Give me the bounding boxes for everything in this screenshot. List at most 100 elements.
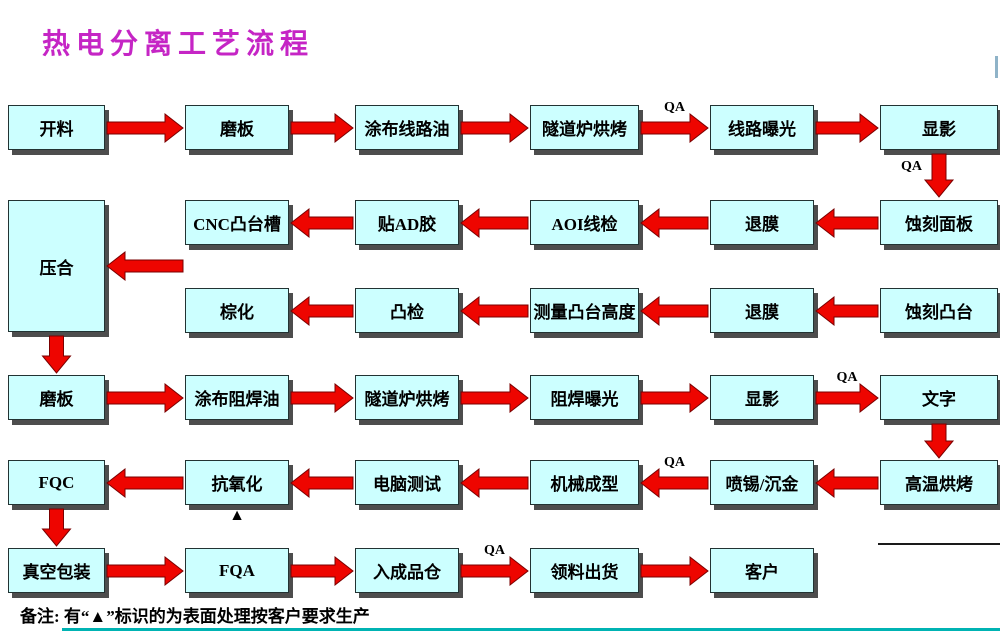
bottom-border-line <box>62 628 1000 631</box>
right-edge-tick <box>995 56 998 78</box>
flow-arrow <box>290 112 354 144</box>
node-xian-ying-2: 显影 <box>710 375 814 420</box>
node-mo-ban-1: 磨板 <box>185 105 289 150</box>
flow-arrow <box>640 207 709 239</box>
node-label: 磨板 <box>39 390 74 409</box>
flow-arrow <box>815 295 879 327</box>
node-ji-xie-cheng-xing: 机械成型 <box>530 460 639 505</box>
node-ya-he: 压合 <box>8 200 105 332</box>
flow-arrow <box>815 382 879 414</box>
flow-arrow <box>290 382 354 414</box>
flow-arrow <box>106 382 184 414</box>
node-label: 涂布阻焊油 <box>194 390 280 409</box>
node-wen-zi: 文字 <box>880 375 998 420</box>
flow-arrow <box>815 467 879 499</box>
node-label: 蚀刻凸台 <box>905 303 973 322</box>
node-label: AOI线检 <box>551 215 618 234</box>
node-sui-dao-lu-hong-kao-1: 隧道炉烘烤 <box>530 105 639 150</box>
node-label: 开料 <box>39 120 74 139</box>
flow-arrow <box>290 555 354 587</box>
node-mo-ban-2: 磨板 <box>8 375 105 420</box>
flow-arrow <box>460 207 529 239</box>
flow-arrow <box>460 112 529 144</box>
node-label: 涂布线路油 <box>364 120 450 139</box>
flow-arrow <box>460 382 529 414</box>
underline-right <box>878 543 1000 545</box>
flow-arrow <box>815 112 879 144</box>
node-fqa: FQA <box>185 548 289 593</box>
footnote: 备注: 有“▲”标识的为表面处理按客户要求生产 <box>20 607 370 626</box>
flow-arrow <box>106 112 184 144</box>
node-label: 喷锡/沉金 <box>725 475 799 494</box>
qa-label: QA <box>484 543 506 558</box>
page-title: 热电分离工艺流程 <box>42 29 315 60</box>
node-sui-dao-lu-hong-kao-2: 隧道炉烘烤 <box>355 375 459 420</box>
node-kai-liao: 开料 <box>8 105 105 150</box>
qa-label: QA <box>664 100 686 115</box>
node-kang-yang-hua: 抗氧化 <box>185 460 289 505</box>
qa-label: QA <box>837 370 859 385</box>
flow-arrow <box>290 295 354 327</box>
flow-arrow <box>460 295 529 327</box>
node-ke-hu: 客户 <box>710 548 814 593</box>
node-fqc: FQC <box>8 460 105 505</box>
node-pen-xi-chen-jin: 喷锡/沉金 <box>710 460 814 505</box>
node-label: 客户 <box>745 563 779 582</box>
node-label: 真空包装 <box>22 563 91 582</box>
flow-arrow <box>640 467 709 499</box>
flow-arrow <box>41 335 72 374</box>
flow-arrow <box>460 555 529 587</box>
node-label: 退膜 <box>745 303 779 322</box>
node-tu-bu-xian-lu-you: 涂布线路油 <box>355 105 459 150</box>
node-zong-hua: 棕化 <box>185 288 289 333</box>
node-tie-ad-jiao: 贴AD胶 <box>355 200 459 245</box>
surface-treatment-marker: ▲ <box>229 507 245 524</box>
node-tu-bu-zu-han-you: 涂布阻焊油 <box>185 375 289 420</box>
node-label: 入成品仓 <box>373 563 441 582</box>
flow-arrow <box>290 467 354 499</box>
node-label: 贴AD胶 <box>377 215 437 234</box>
flow-arrow <box>41 508 72 547</box>
flow-arrow <box>923 153 955 198</box>
node-tui-mo-1: 退膜 <box>710 200 814 245</box>
node-dian-nao-ce-shi: 电脑测试 <box>355 460 459 505</box>
node-label: 测量凸台高度 <box>533 303 636 322</box>
node-gao-wen-hong-kao: 高温烘烤 <box>880 460 998 505</box>
node-xian-lu-pu-guang: 线路曝光 <box>710 105 814 150</box>
node-label: 高温烘烤 <box>905 475 973 494</box>
node-ru-cheng-pin-cang: 入成品仓 <box>355 548 459 593</box>
qa-label: QA <box>664 455 686 470</box>
flow-arrow <box>106 555 184 587</box>
flow-arrow <box>923 423 955 459</box>
node-label: 文字 <box>922 390 956 409</box>
flow-arrow <box>290 207 354 239</box>
node-label: CNC凸台槽 <box>193 215 281 234</box>
node-label: 抗氧化 <box>211 475 263 494</box>
flow-arrow <box>640 295 709 327</box>
node-label: 隧道炉烘烤 <box>364 390 450 409</box>
node-label: 显影 <box>922 120 956 139</box>
flow-arrow <box>815 207 879 239</box>
node-label: 凸检 <box>390 303 424 322</box>
node-label: 领料出货 <box>550 563 619 582</box>
flow-arrow <box>106 250 184 282</box>
node-label: 蚀刻面板 <box>905 215 973 234</box>
node-cnc-tu-tai-cao: CNC凸台槽 <box>185 200 289 245</box>
flow-arrow <box>460 467 529 499</box>
node-zu-han-pu-guang: 阻焊曝光 <box>530 375 639 420</box>
node-label: 显影 <box>745 390 779 409</box>
node-ling-liao-chu-huo: 领料出货 <box>530 548 639 593</box>
node-label: 电脑测试 <box>373 475 441 494</box>
node-zhen-kong-bao-zhuang: 真空包装 <box>8 548 105 593</box>
flow-arrow <box>640 555 709 587</box>
node-tu-jian: 凸检 <box>355 288 459 333</box>
flow-arrow <box>640 112 709 144</box>
node-label: 退膜 <box>745 215 779 234</box>
node-label: FQC <box>38 472 75 492</box>
node-label: 线路曝光 <box>728 120 796 139</box>
flow-arrow <box>640 382 709 414</box>
qa-label: QA <box>901 159 923 174</box>
node-label: 压合 <box>39 258 74 278</box>
node-label: FQA <box>219 560 255 580</box>
